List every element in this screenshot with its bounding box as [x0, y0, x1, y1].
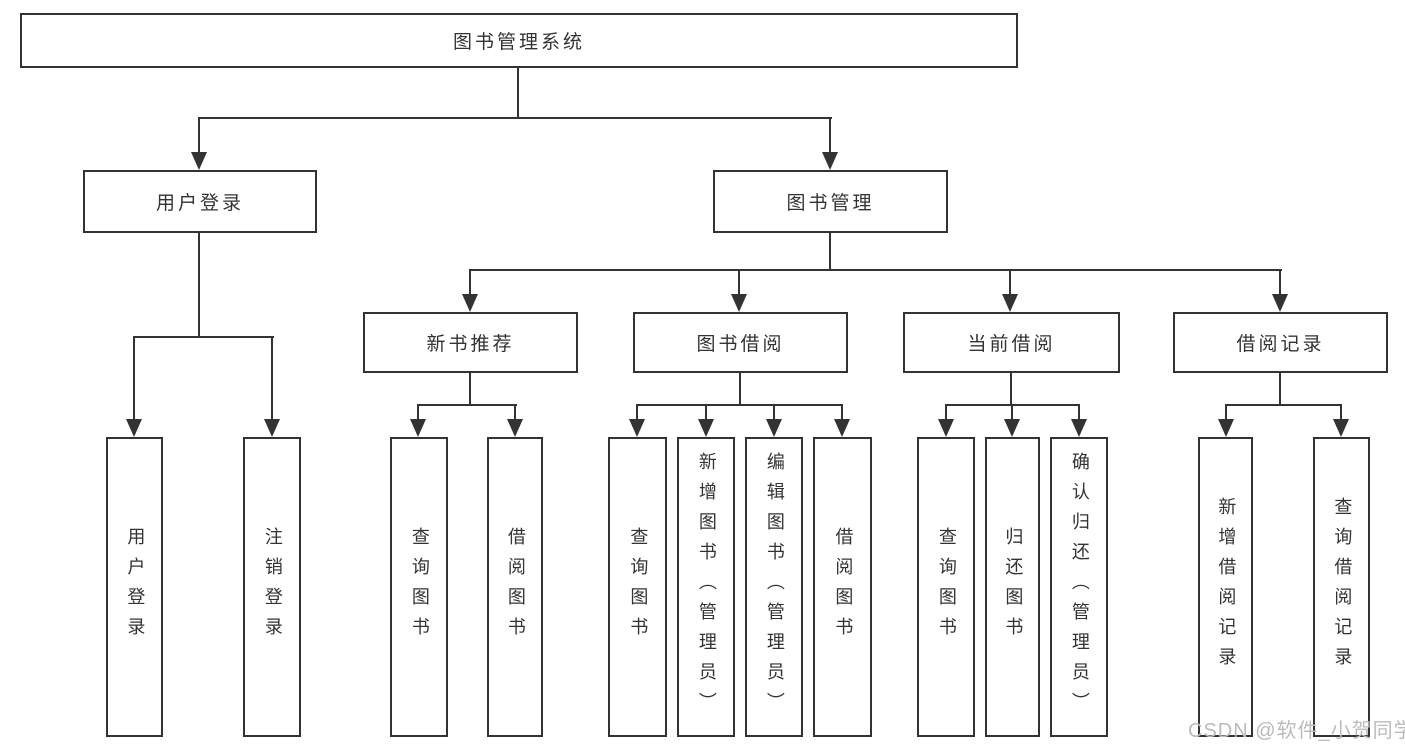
arrow-down-icon — [191, 152, 207, 170]
leaf-confirm-return-admin: 确认归还（管理员） — [1050, 437, 1108, 737]
connector-line — [738, 269, 740, 296]
connector-line — [1340, 404, 1342, 420]
arrow-down-icon — [1002, 294, 1018, 312]
connector-line — [1009, 269, 1011, 296]
connector-line — [705, 404, 707, 420]
leaf-add-borrow-record: 新增借阅记录 — [1198, 437, 1253, 737]
connector-line — [469, 269, 471, 296]
connector-line — [1279, 269, 1281, 296]
arrow-down-icon — [731, 294, 747, 312]
leaf-label: 用户登录 — [125, 527, 146, 647]
leaf-borrow-books-recommend: 借阅图书 — [487, 437, 543, 737]
leaf-label: 确认归还（管理员） — [1069, 452, 1090, 722]
leaf-return-books: 归还图书 — [985, 437, 1040, 737]
node-library-management-system: 图书管理系统 — [20, 13, 1018, 68]
connector-line — [1279, 373, 1281, 406]
connector-line — [133, 336, 274, 338]
leaf-label: 查询图书 — [936, 527, 957, 647]
connector-line — [636, 404, 843, 406]
arrow-down-icon — [1333, 419, 1349, 437]
leaf-label: 新增图书（管理员） — [696, 452, 717, 722]
leaf-query-books-current: 查询图书 — [917, 437, 975, 737]
leaf-label: 编辑图书（管理员） — [764, 452, 785, 722]
node-current-borrowing: 当前借阅 — [903, 312, 1120, 373]
arrow-down-icon — [264, 419, 280, 437]
arrow-down-icon — [462, 294, 478, 312]
arrow-down-icon — [126, 419, 142, 437]
connector-line — [517, 68, 519, 118]
connector-line — [829, 233, 831, 271]
arrow-down-icon — [1218, 419, 1234, 437]
connector-line — [271, 336, 273, 420]
leaf-logout-login: 注销登录 — [243, 437, 301, 737]
connector-line — [829, 117, 831, 153]
leaf-query-books-borrowing: 查询图书 — [608, 437, 667, 737]
connector-line — [739, 373, 741, 406]
connector-line — [198, 117, 200, 153]
leaf-label: 借阅图书 — [505, 527, 526, 647]
leaf-label: 查询图书 — [409, 527, 430, 647]
connector-line — [945, 404, 947, 420]
arrow-down-icon — [507, 419, 523, 437]
leaf-label: 注销登录 — [262, 527, 283, 647]
connector-line — [1011, 404, 1013, 420]
leaf-label: 借阅图书 — [833, 527, 854, 647]
leaf-label: 查询借阅记录 — [1332, 497, 1353, 677]
watermark: CSDN @软件_小贺同学 — [1188, 720, 1405, 742]
leaf-query-books-recommend: 查询图书 — [390, 437, 448, 737]
arrow-down-icon — [1071, 419, 1087, 437]
node-user-login: 用户登录 — [83, 170, 317, 233]
arrow-down-icon — [1004, 419, 1020, 437]
connector-line — [1078, 404, 1080, 420]
arrow-down-icon — [629, 419, 645, 437]
connector-line — [198, 233, 200, 338]
arrow-down-icon — [766, 419, 782, 437]
connector-line — [469, 269, 1282, 271]
connector-line — [198, 117, 832, 119]
arrow-down-icon — [1272, 294, 1288, 312]
arrow-down-icon — [822, 152, 838, 170]
node-borrowing-records: 借阅记录 — [1173, 312, 1388, 373]
arrow-down-icon — [938, 419, 954, 437]
leaf-borrow-books-borrowing: 借阅图书 — [813, 437, 872, 737]
connector-line — [514, 404, 516, 420]
arrow-down-icon — [410, 419, 426, 437]
connector-line — [636, 404, 638, 420]
leaf-edit-book-admin: 编辑图书（管理员） — [745, 437, 803, 737]
node-new-book-recommendation: 新书推荐 — [363, 312, 578, 373]
connector-line — [773, 404, 775, 420]
arrow-down-icon — [698, 419, 714, 437]
leaf-label: 查询图书 — [628, 527, 649, 647]
connector-line — [1225, 404, 1342, 406]
leaf-user-login: 用户登录 — [106, 437, 163, 737]
leaf-label: 归还图书 — [1003, 527, 1024, 647]
connector-line — [417, 404, 419, 420]
node-book-management: 图书管理 — [713, 170, 948, 233]
node-book-borrowing: 图书借阅 — [633, 312, 848, 373]
connector-line — [417, 404, 517, 406]
leaf-label: 新增借阅记录 — [1216, 497, 1237, 677]
leaf-add-book-admin: 新增图书（管理员） — [677, 437, 735, 737]
leaf-query-borrow-record: 查询借阅记录 — [1313, 437, 1370, 737]
connector-line — [1010, 373, 1012, 406]
connector-line — [469, 373, 471, 406]
connector-line — [1225, 404, 1227, 420]
connector-line — [841, 404, 843, 420]
connector-line — [133, 336, 135, 420]
arrow-down-icon — [834, 419, 850, 437]
